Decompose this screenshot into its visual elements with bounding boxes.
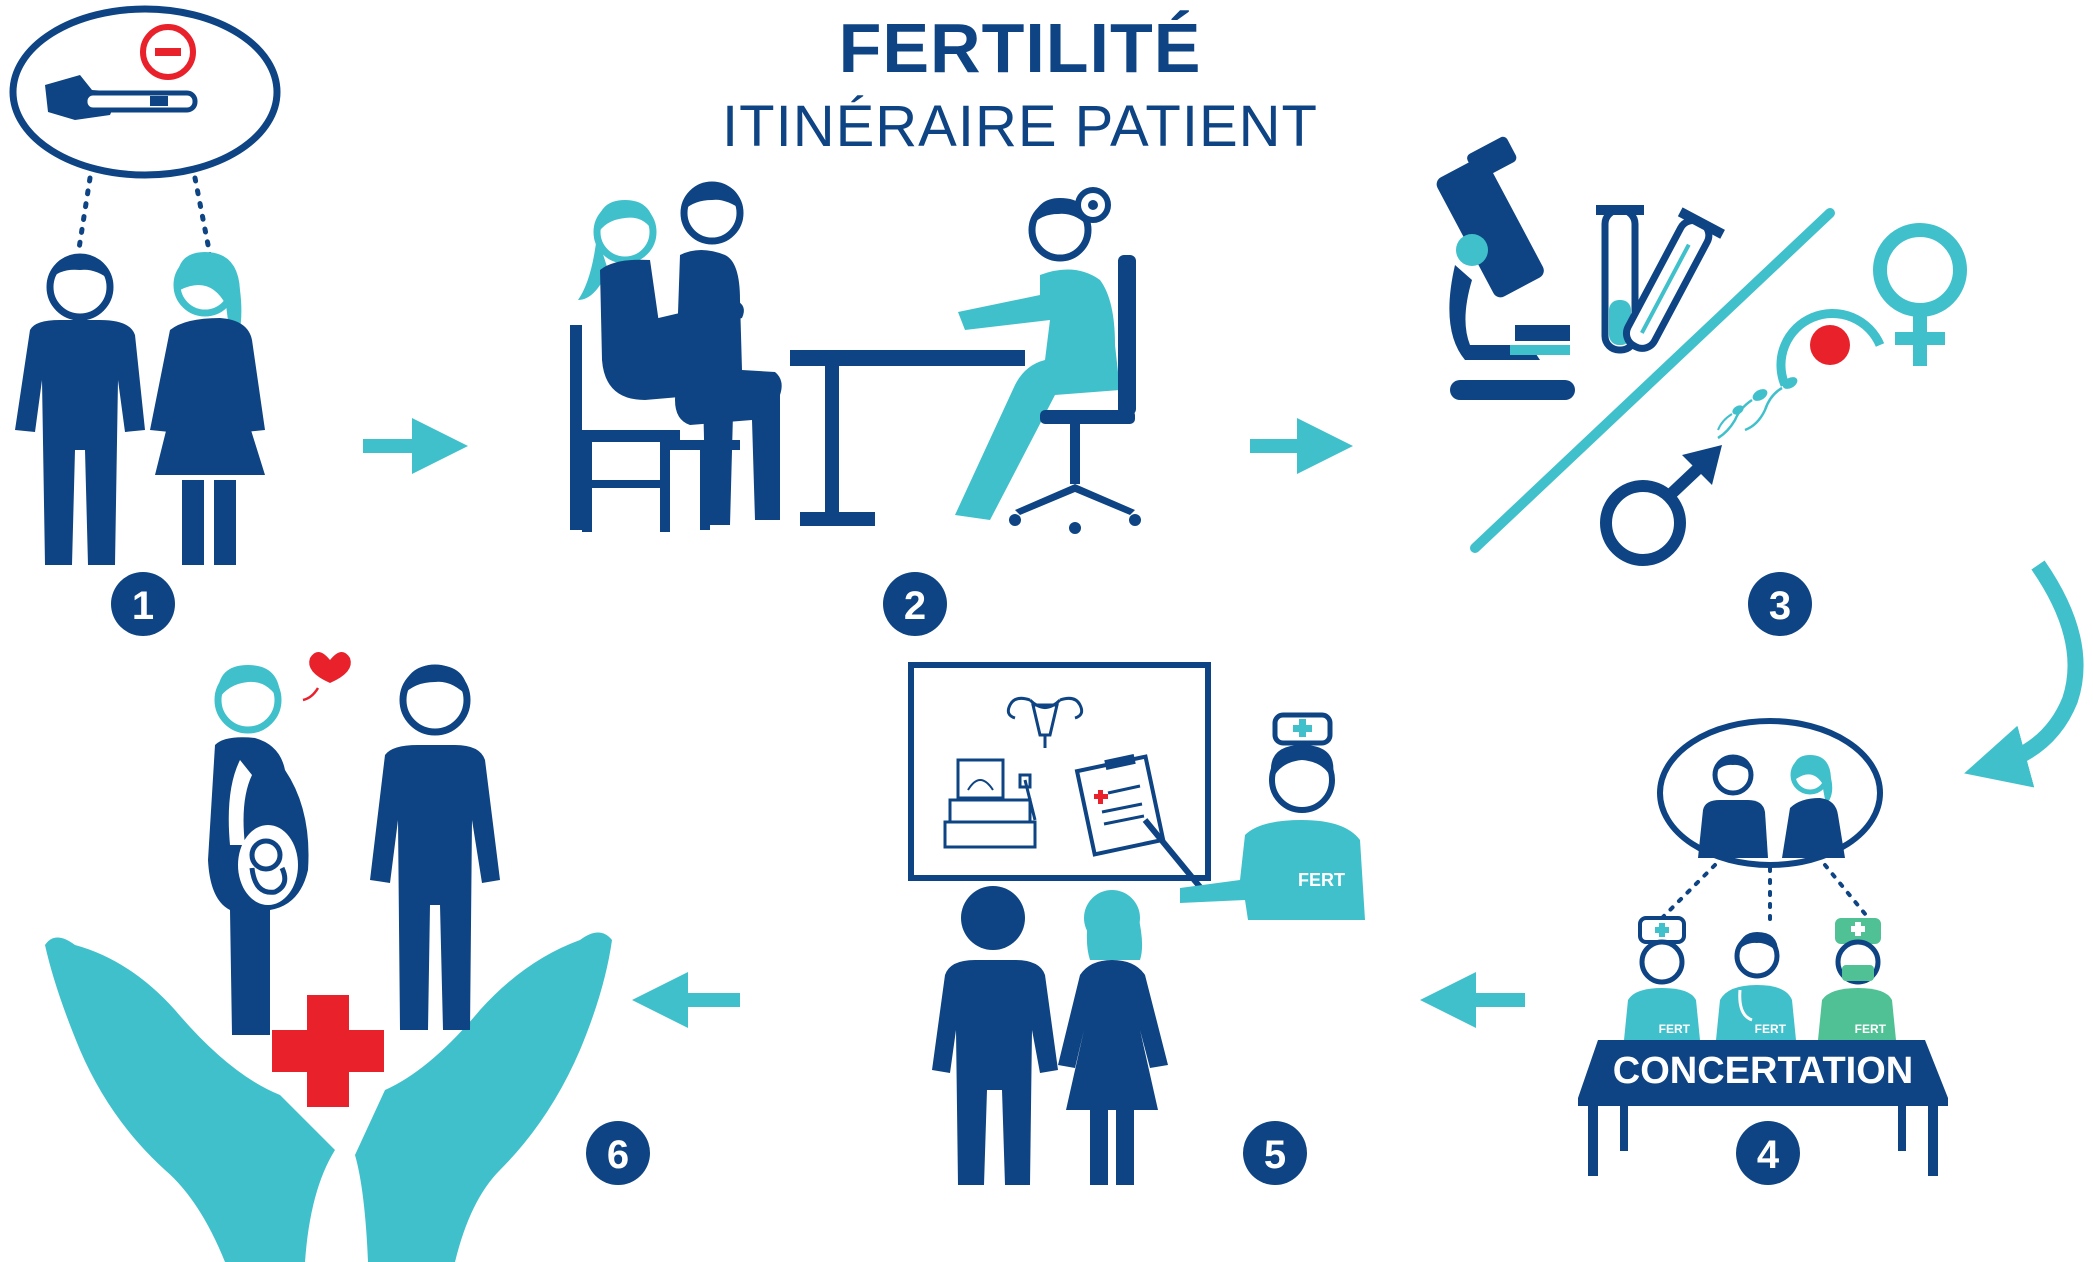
pregnancy-test-icon [45, 75, 198, 120]
dotted-connector [75, 175, 93, 258]
step-6-scene [45, 651, 612, 1262]
step-number: 1 [132, 584, 154, 628]
woman-seated-icon [578, 200, 735, 525]
surgeon-icon: FERT [1818, 918, 1896, 1040]
meeting-table-icon: CONCERTATION [1578, 1040, 1948, 1176]
step-badge-6: 6 [586, 1121, 650, 1185]
dotted-connector [1658, 863, 1717, 922]
man-small-icon [1698, 754, 1768, 858]
fert-badge: FERT [1298, 870, 1345, 890]
man-back-icon [932, 886, 1058, 1185]
fert-badge: FERT [1855, 1022, 1887, 1036]
caring-hands-icon [45, 932, 612, 1262]
microscope-icon [1436, 136, 1575, 400]
page-subtitle: ITINÉRAIRE PATIENT [722, 94, 1318, 159]
dotted-connector [1823, 863, 1872, 922]
step-badge-2: 2 [883, 572, 947, 636]
step-number: 6 [607, 1133, 629, 1177]
step-badge-5: 5 [1243, 1121, 1307, 1185]
doctor-icon: FERT [1716, 932, 1796, 1040]
chair-icon [570, 325, 680, 532]
step-2-scene [570, 181, 1141, 534]
step-5-scene: FERT [908, 662, 1365, 1185]
man-standing-icon [370, 664, 500, 1030]
red-cross-icon [272, 995, 384, 1107]
step-3-scene [1436, 136, 1967, 566]
uterus-icon [1006, 696, 1084, 748]
step-number: 5 [1264, 1133, 1286, 1177]
fert-badge: FERT [1659, 1022, 1691, 1036]
woman-small-icon [1782, 755, 1845, 858]
patients-bubble [1657, 718, 1883, 868]
nurse-presenter-icon: FERT [1180, 712, 1365, 920]
step-number: 3 [1769, 584, 1791, 628]
concertation-banner: CONCERTATION [1613, 1050, 1913, 1092]
fetus-icon [249, 838, 288, 895]
pointer-stick [1142, 818, 1203, 889]
step-badge-3: 3 [1748, 572, 1812, 636]
step-number: 2 [904, 584, 926, 628]
page-title: FERTILITÉ [838, 9, 1202, 87]
negative-sign-icon [140, 24, 196, 80]
woman-back-icon [1058, 890, 1168, 1185]
woman-icon [150, 252, 265, 565]
divider-slash [1470, 208, 1835, 553]
pregnant-woman-icon [208, 665, 309, 1035]
dotted-connector [192, 175, 213, 258]
sperm-icon [1717, 377, 1798, 440]
curved-arrow [1964, 560, 2084, 788]
doctor-seated-icon [955, 187, 1120, 520]
step-badge-1: 1 [111, 572, 175, 636]
man-seated-icon [650, 181, 782, 530]
female-symbol-icon [1873, 223, 1967, 366]
nurse-icon: FERT [1624, 916, 1700, 1040]
fert-badge: FERT [1755, 1022, 1787, 1036]
step-number: 4 [1757, 1133, 1780, 1177]
ultrasound-machine-icon [943, 758, 1037, 849]
test-tubes-icon [1596, 205, 1725, 354]
desk-icon [790, 350, 1025, 526]
heart-icon [302, 651, 351, 702]
head-mirror-icon [1075, 187, 1111, 223]
step-4-scene: FERT FERT FERT [1578, 718, 1948, 1176]
man-icon [15, 253, 145, 565]
step-1-scene [9, 5, 281, 565]
clipboard-icon [1074, 753, 1166, 857]
thought-bubble [9, 5, 281, 179]
male-symbol-icon [1600, 445, 1722, 566]
office-chair-icon [1009, 255, 1141, 534]
egg-cell-icon [1776, 309, 1885, 387]
step-badge-4: 4 [1736, 1121, 1800, 1185]
